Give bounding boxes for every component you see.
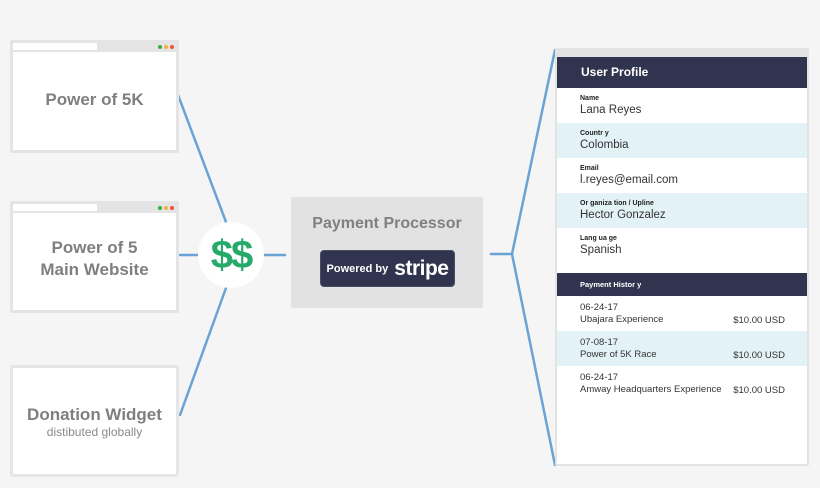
payment-date: 06-24-17 [580,372,619,383]
field-label: Or ganiza tion / Upline [580,200,654,207]
payment-processor-box: Payment Processor Powered by stripe [291,197,483,308]
source-card-main-website: Power of 5 Main Website [10,201,179,313]
field-label: Countr y [580,130,609,137]
card-title: Donation Widget [27,405,162,424]
field-value: Colombia [580,139,629,151]
source-card-donation-widget: Donation Widget distibuted globally [10,365,179,477]
window-dot-red-icon [170,206,174,210]
field-value: Hector Gonzalez [580,209,666,221]
window-dot-red-icon [170,45,174,49]
window-dot-green-icon [158,206,162,210]
browser-chrome [13,204,176,213]
card-title-line-1: Power of 5 [51,238,138,257]
profile-field-name: Name Lana Reyes [557,88,807,123]
card-title: Power of 5K [45,90,144,109]
profile-field-country: Countr y Colombia [557,123,807,158]
profile-header: User Profile [557,57,807,88]
dollar-sign-icon: $$ [198,222,264,288]
url-bar [13,204,97,211]
url-bar [13,43,97,50]
payment-row: 06-24-17 Amway Headquarters Experience $… [557,366,807,401]
field-label: Lang ua ge [580,235,617,242]
field-value: Lana Reyes [580,104,642,116]
field-value: l.reyes@email.com [580,174,678,186]
payment-amount: $10.00 USD [733,350,785,361]
payment-description: Amway Headquarters Experience [580,384,722,395]
payment-amount: $10.00 USD [733,385,785,396]
window-dot-yellow-icon [164,206,168,210]
card-subtitle: distibuted globally [46,425,143,439]
field-label: Name [580,95,600,102]
stripe-logo: stripe [394,256,449,280]
window-dot-green-icon [158,45,162,49]
browser-chrome [13,43,176,52]
source-card-power-of-5k: Power of 5K [10,40,179,153]
field-label: Email [580,165,599,172]
payment-row: 07-08-17 Power of 5K Race $10.00 USD [557,331,807,366]
profile-field-organization: Or ganiza tion / Upline Hector Gonzalez [557,193,807,228]
payment-description: Power of 5K Race [580,349,657,360]
payment-history-header: Payment Histor y [557,273,807,296]
badge-prefix: Powered by [326,262,389,275]
payment-date: 07-08-17 [580,337,619,348]
payment-description: Ubajara Experience [580,314,664,325]
profile-field-language: Lang ua ge Spanish [557,228,807,263]
field-value: Spanish [580,244,622,256]
payment-amount: $10.00 USD [733,315,785,326]
payment-row: 06-24-17 Ubajara Experience $10.00 USD [557,296,807,331]
window-dot-yellow-icon [164,45,168,49]
card-title-line-2: Main Website [40,260,149,279]
processor-title: Payment Processor [312,215,462,232]
profile-field-email: Email l.reyes@email.com [557,158,807,193]
powered-by-stripe-badge[interactable]: Powered by stripe [320,250,455,287]
payment-date: 06-24-17 [580,302,619,313]
user-profile-panel: User Profile Name Lana Reyes Countr y Co… [555,48,809,466]
